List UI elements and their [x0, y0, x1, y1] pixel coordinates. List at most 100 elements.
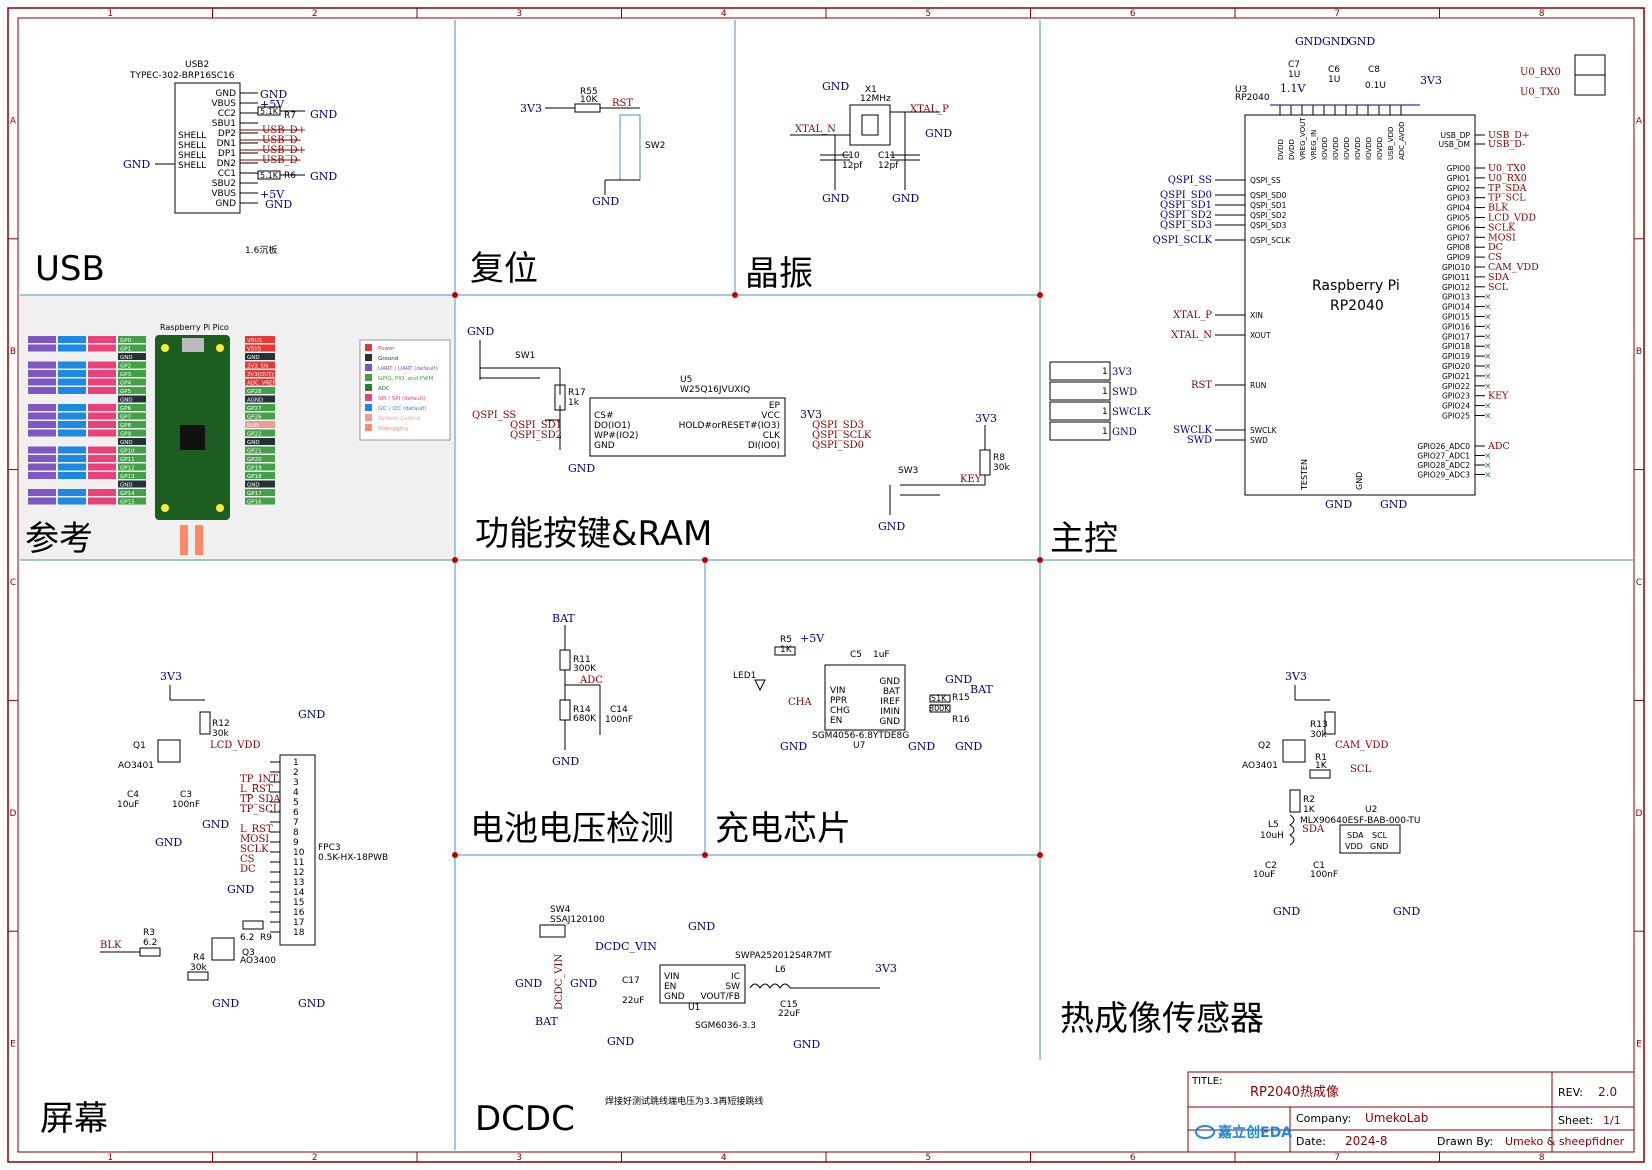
rp2040-gnd-pin: GND [1355, 472, 1364, 490]
charge-gnd-mid: GND [908, 740, 935, 753]
grid-row-right: C [1636, 578, 1642, 588]
usb-pin-label: SBU2 [212, 179, 236, 189]
dcdc-note: 焊接好测试跳线端电压为3.3再短接跳线 [605, 1095, 763, 1107]
no-connect-icon: × [1484, 332, 1492, 342]
pico-title: Raspberry Pi Pico [160, 323, 229, 332]
rp2040-top-pin: DVDD [1288, 139, 1296, 160]
usb-note: 1.6沉板 [245, 244, 277, 256]
fpc3-connector [279, 754, 316, 946]
usb-shell-label: SHELL [178, 131, 206, 141]
c3-value: 100nF [172, 800, 200, 810]
pico-legend-label: SPI / SPI (default) [378, 396, 426, 402]
fpc3-pin-num: 5 [293, 798, 299, 808]
rp2040-right-net: CS [1488, 252, 1502, 263]
usb-pin-label: SBU1 [212, 119, 236, 129]
swd-pin-num: 1 [1102, 427, 1108, 437]
grid-col-top: 6 [1130, 9, 1136, 19]
charge-gnd-top: GND [945, 673, 972, 686]
rp2040-left-net: RST [1191, 380, 1212, 391]
fpc3-net: MOSI [240, 834, 269, 845]
rp2040-right-net: DC [1488, 242, 1503, 253]
func-net-qspi-sd2: QSPI_SD2 [510, 430, 562, 441]
rp2040-right-pin: GPIO28_ADC2 [1417, 461, 1470, 470]
c2-ref: C2 [1265, 861, 1277, 871]
pico-right-pin: GP28 [247, 389, 262, 395]
fpc3-pin-num: 17 [293, 918, 304, 928]
u5-right-pin: EP [769, 401, 781, 411]
r11-resistor [559, 649, 571, 671]
x1-ref: X1 [865, 85, 877, 95]
rp2040-right-pin: GPIO5 [1447, 214, 1470, 223]
grid-row-left: D [10, 809, 17, 819]
pico-right-pin: VSYS [247, 347, 262, 353]
grid-col-bottom: 4 [721, 1153, 727, 1163]
fpc3-pin-num: 16 [293, 908, 305, 918]
r8-ref: R8 [993, 453, 1005, 463]
no-connect-icon: × [1484, 372, 1492, 382]
u2-ref: U2 [1365, 805, 1377, 815]
u7-ref: U7 [853, 741, 865, 751]
pico-chip [180, 425, 205, 450]
reset-section: 3V3 R55 10K RST SW2 GND [520, 87, 665, 208]
r5-value: 1K [780, 645, 793, 655]
main-gnd-b2: GND [1380, 498, 1407, 511]
u2-sensor [1339, 824, 1401, 854]
r7-value: 5.1K [260, 107, 279, 116]
r55-resistor [574, 103, 601, 113]
x1-crystal [849, 104, 891, 146]
rp2040-right-net: U0_TX0 [1488, 163, 1526, 174]
r17-ref: R17 [568, 388, 586, 398]
usb-pin-label: CC1 [218, 169, 236, 179]
u7-left-pin: EN [830, 716, 842, 726]
c8-value: 0.1U [1365, 81, 1386, 91]
c14-ref: C14 [610, 705, 628, 715]
divider-junctions [452, 292, 1043, 858]
rp2040-left-pin: QSPI_SS [1250, 176, 1281, 185]
crystal-gnd-c10: GND [822, 192, 849, 205]
l5-ref: L5 [1268, 820, 1279, 830]
pico-pin-labels: GP0GP1GNDGP2GP3GP4GP5GNDGP6GP7GP8GP9GNDG… [28, 336, 276, 506]
r3-value: 6.2 [143, 938, 157, 948]
pico-left-pin: GP11 [120, 457, 135, 463]
q3-part: AO3400 [240, 956, 276, 966]
rp2040-right-pin: GPIO1 [1447, 174, 1470, 183]
pico-usb-port [182, 338, 204, 352]
screen-gnd-fpc-l2: GND [227, 883, 254, 896]
crystal-section: X1 12MHz GND XTAL_N XTAL_P GND C10 12pf … [790, 80, 952, 205]
rp2040-right-pin: GPIO8 [1447, 243, 1470, 252]
eda-logo-text: 嘉立创EDA [1217, 1124, 1292, 1141]
r2-ref: R2 [1303, 795, 1315, 805]
r2-value: 1K [1303, 805, 1316, 815]
rp2040-right-pin: GPIO6 [1447, 223, 1470, 232]
usb-pin-label: CC2 [218, 109, 236, 119]
section-title-function-ram: 功能按键&RAM [475, 514, 712, 554]
u5-right-pin: HOLD#orRESET#(IO3) [679, 421, 780, 431]
pico-right-pin: GND [247, 440, 260, 446]
dcdc-gnd-sw-l: GND [515, 977, 542, 990]
swd-net: 3V3 [1112, 367, 1132, 378]
u1-regulator [659, 964, 746, 1004]
r16-value: 800K [929, 704, 950, 713]
rp2040-right-pin: GPIO24 [1442, 402, 1470, 411]
dcdc-3v3: 3V3 [875, 962, 897, 975]
func-gnd-u5: GND [568, 462, 595, 475]
r13-value: 30k [1310, 730, 1327, 740]
pico-legend-label: System Control [378, 416, 421, 422]
r6-ref: R6 [284, 171, 296, 181]
rp2040-top-pin: IOVDD [1332, 137, 1340, 160]
u1-ref: U1 [688, 1003, 700, 1013]
fpc3-pin-num: 15 [293, 898, 304, 908]
pico-legend-label: GPIO, PIO, and PWM [378, 376, 434, 382]
c6-ref: C6 [1328, 65, 1340, 75]
pico-right-pin: GP18 [247, 474, 262, 480]
battery-bat: BAT [552, 612, 575, 625]
usb-pin-label: GND [215, 89, 236, 99]
thermal-net-cam: CAM_VDD [1335, 740, 1388, 751]
u5-right-pin: VCC [761, 411, 780, 421]
r17-resistor [554, 384, 566, 411]
led1-ref: LED1 [733, 671, 756, 681]
rp2040-right-net: KEY [1488, 391, 1509, 402]
rp2040-left-pin: XOUT [1250, 331, 1271, 340]
grid-col-top: 8 [1539, 9, 1545, 19]
